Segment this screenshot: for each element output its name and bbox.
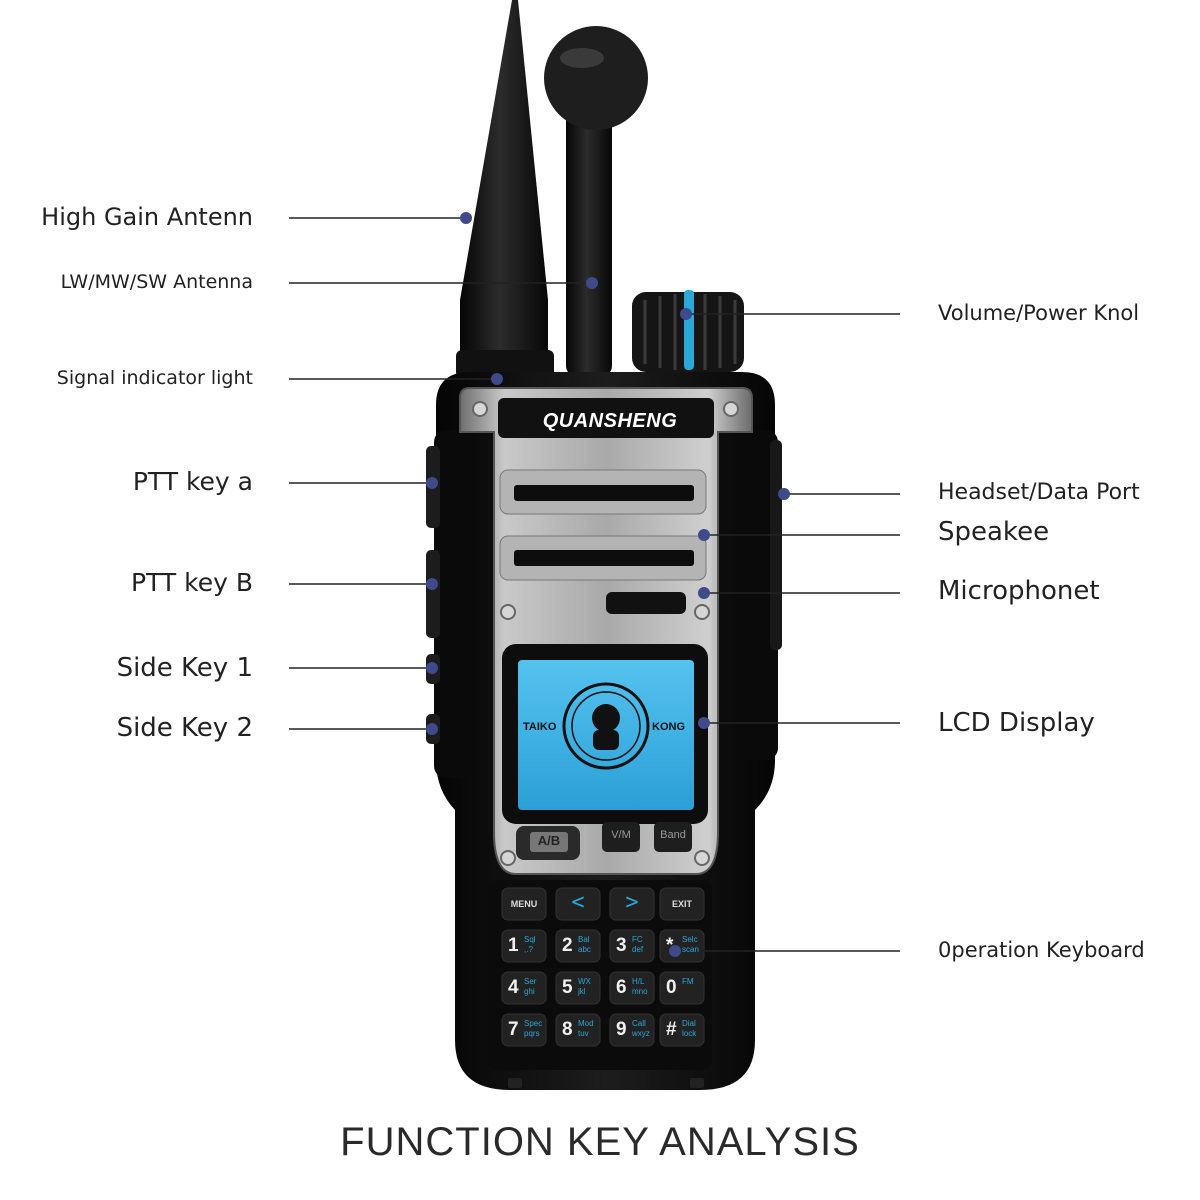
keypad-key-function: Sql: [524, 935, 536, 944]
keypad-key-letters: wxyz: [632, 1029, 650, 1038]
volume-knob: [632, 290, 744, 372]
vm-key[interactable]: V/M: [611, 829, 631, 841]
keypad-area: [488, 880, 712, 1088]
keypad-key[interactable]: 0 FM: [660, 972, 704, 1004]
label-lw-mw-sw-antenna: LW/MW/SW Antenna: [60, 271, 253, 293]
label-signal-indicator: Signal indicator light: [56, 367, 253, 389]
keypad-key-letters: scan: [682, 945, 699, 954]
keypad-key-function: Ser: [524, 977, 537, 986]
keypad-key-letters: tuv: [578, 1029, 589, 1038]
keypad-key-letters: mno: [632, 987, 648, 996]
keypad-key-main: 9: [616, 1019, 627, 1040]
label-lcd-display: LCD Display: [938, 708, 1095, 738]
keypad-key-letters: pqrs: [524, 1029, 540, 1038]
keypad-key-letters: lock: [682, 1029, 697, 1038]
keypad-key-letters: ghi: [524, 987, 535, 996]
keypad-key-letters: abc: [578, 945, 591, 954]
label-speaker: Speakee: [938, 517, 1050, 547]
keypad-key-function: Dial: [682, 1019, 696, 1028]
right-arrow-key[interactable]: >: [625, 890, 639, 915]
keypad-key-main: *: [666, 935, 674, 956]
keypad-key-function: Bal: [578, 935, 590, 944]
band-key[interactable]: Band: [660, 829, 686, 841]
keypad-key-main: 7: [508, 1019, 519, 1040]
label-volume-knob: Volume/Power Knol: [938, 301, 1140, 325]
exit-key[interactable]: EXIT: [671, 899, 692, 909]
label-operation-keyboard: 0peration Keyboard: [938, 938, 1145, 962]
screen-left-text: TAIKO: [523, 721, 557, 733]
keypad-key-function: WX: [578, 977, 591, 986]
speaker-slot: [514, 550, 694, 566]
label-headset-port: Headset/Data Port: [938, 480, 1140, 505]
keypad-key-function: FM: [682, 977, 694, 986]
keypad-key-main: 6: [616, 977, 627, 998]
left-arrow-key[interactable]: <: [571, 890, 585, 915]
keypad-key-main: #: [666, 1019, 677, 1040]
label-microphone: Microphonet: [938, 576, 1100, 606]
keypad-key-main: 8: [562, 1019, 573, 1040]
ptt-b-button: [426, 550, 440, 638]
keypad-key-letters: jkl: [578, 987, 586, 996]
keypad-key-main: 4: [508, 977, 519, 998]
keypad-key[interactable]: 1 Sql,.?: [502, 930, 546, 962]
keypad-key-function: FC: [632, 935, 643, 944]
screen-right-text: KONG: [652, 721, 685, 733]
keypad-key-function: Selc: [682, 935, 698, 944]
keypad-key-main: 2: [562, 935, 573, 956]
keypad-key-function: H/L: [632, 977, 645, 986]
keypad-key-letters: def: [632, 945, 644, 954]
label-high-gain-antenna: High Gain Antenn: [41, 203, 253, 231]
keypad-key-function: Mod: [578, 1019, 594, 1028]
brand-logo-text: QUANSHENG: [542, 410, 678, 432]
speaker-slot: [514, 485, 694, 501]
page-title: FUNCTION KEY ANALYSIS: [340, 1120, 860, 1164]
keypad-key-main: 0: [666, 977, 677, 998]
menu-key[interactable]: MENU: [510, 899, 538, 909]
keypad-key-function: Call: [632, 1019, 646, 1028]
label-side-key-1: Side Key 1: [116, 653, 253, 683]
keypad-key-main: 3: [616, 935, 627, 956]
keypad-key-main: 1: [508, 935, 519, 956]
keypad-key-letters: ,.?: [524, 945, 533, 954]
label-ptt-a: PTT key a: [132, 467, 253, 496]
ab-key[interactable]: A/B: [537, 833, 561, 848]
label-side-key-2: Side Key 2: [116, 713, 253, 743]
leader-lines: [289, 217, 900, 952]
lw-mw-sw-antenna: [544, 26, 648, 376]
front-plate: [459, 387, 753, 875]
keypad-key-main: 5: [562, 977, 573, 998]
leader-dots: [426, 212, 790, 957]
high-gain-antenna: [456, 0, 554, 378]
headset-port-cover: [770, 440, 782, 650]
microphone-grille: [606, 592, 686, 614]
label-ptt-b: PTT key B: [131, 568, 253, 597]
keypad-key-function: Spec: [524, 1019, 543, 1028]
